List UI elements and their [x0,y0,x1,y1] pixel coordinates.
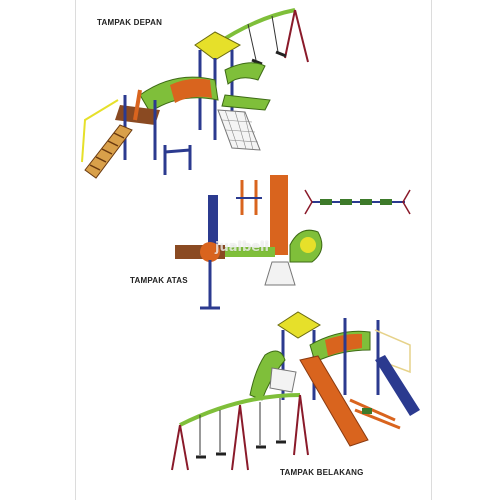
rear-swing-leg [299,394,309,456]
climbing-net [217,109,261,151]
rear-seesaw-seat [362,408,372,414]
rear-swing-leg [231,404,241,471]
rear-orange-slide [299,355,369,447]
tower-roof [194,31,242,61]
top-net [264,261,296,286]
rear-swing-beam [179,393,301,427]
top-view-illustration [175,175,411,310]
rear-view-label: TAMPAK BELAKANG [280,468,364,477]
top-swing-seat [380,199,392,205]
top-blue-slide [208,195,218,245]
front-view-label: TAMPAK DEPAN [97,18,163,27]
frame-bar [164,148,191,154]
swing-seat [275,50,287,58]
tunnel-band [170,78,212,103]
front-view-illustration [81,8,309,179]
rear-net [269,367,297,393]
top-roof-circle [200,242,220,262]
top-tunnel [225,247,275,257]
swing-seat [251,58,263,66]
top-yellow-disc [300,237,316,253]
slide-orange-small [133,89,142,121]
top-swing-seat [360,199,372,205]
stair-steps [89,132,125,171]
handrail [81,99,119,163]
top-swing-seat [320,199,332,205]
rear-swing-leg [293,394,301,456]
top-swing-seat [340,199,352,205]
top-view-label: TAMPAK ATAS [130,276,188,285]
rear-swing-leg [239,404,249,471]
rear-swing-leg [179,424,189,471]
net-grid [221,109,259,151]
swing-leg [294,9,309,63]
swing-chain [247,23,257,61]
rear-tower-roof [277,311,321,339]
watermark: jualbeli [215,240,269,255]
swing-leg [284,9,296,59]
rear-view-illustration [171,311,420,471]
top-orange-slide [270,175,288,255]
slide-green [224,62,266,85]
deck-green [221,94,271,111]
rear-swing-leg [171,424,181,471]
top-swing-legs [304,189,411,215]
swing-chain [271,15,279,53]
rear-blue-slide [375,355,420,416]
rear-railing [374,329,411,374]
